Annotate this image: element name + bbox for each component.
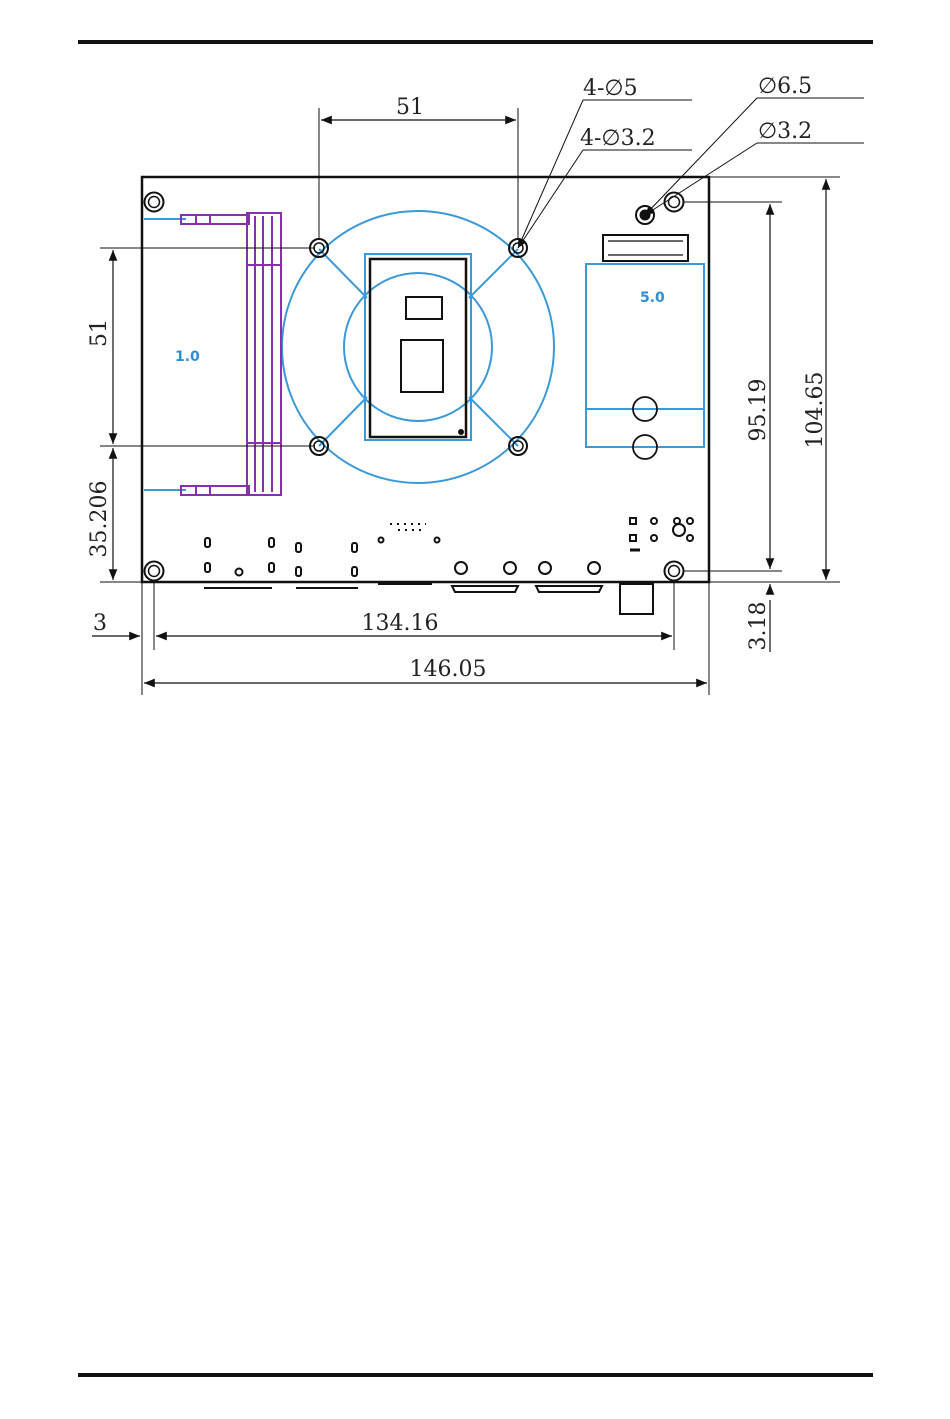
dim-left-lower: 35.206 — [87, 481, 112, 558]
cpu-small-die — [406, 297, 442, 319]
callout-hole-large: 4-∅5 — [583, 76, 638, 101]
mount-hole-bottom-left — [145, 562, 164, 581]
io-connectors — [204, 518, 693, 614]
dim-left-height: 51 — [87, 319, 112, 347]
callout-hole-small: 4-∅3.2 — [580, 126, 656, 151]
callout-mount-small: ∅3.2 — [758, 119, 812, 144]
cpu-large-die — [401, 340, 443, 392]
dimm-label: 1.0 — [175, 349, 200, 365]
dim-hole-span: 134.16 — [362, 611, 439, 636]
dim-bottom-offset: 3.18 — [746, 602, 771, 651]
board-outline — [142, 177, 709, 582]
dim-top-width: 51 — [396, 95, 424, 120]
dim-overall-height: 104.65 — [803, 372, 828, 449]
m2-slot — [586, 206, 704, 459]
dim-overall-width: 146.05 — [410, 657, 487, 682]
callout-mount-large: ∅6.5 — [758, 74, 812, 99]
mount-hole-top-left — [145, 193, 164, 212]
dimension-arrows — [92, 120, 826, 683]
mount-hole-top-right — [665, 193, 684, 212]
mount-hole-bottom-right — [665, 562, 684, 581]
dim-edge-offset: 3 — [93, 611, 107, 636]
heatsink-outline — [144, 211, 554, 490]
m2-label: 5.0 — [640, 290, 665, 306]
dim-hole-height: 95.19 — [746, 379, 771, 442]
cpu-package — [370, 259, 466, 437]
